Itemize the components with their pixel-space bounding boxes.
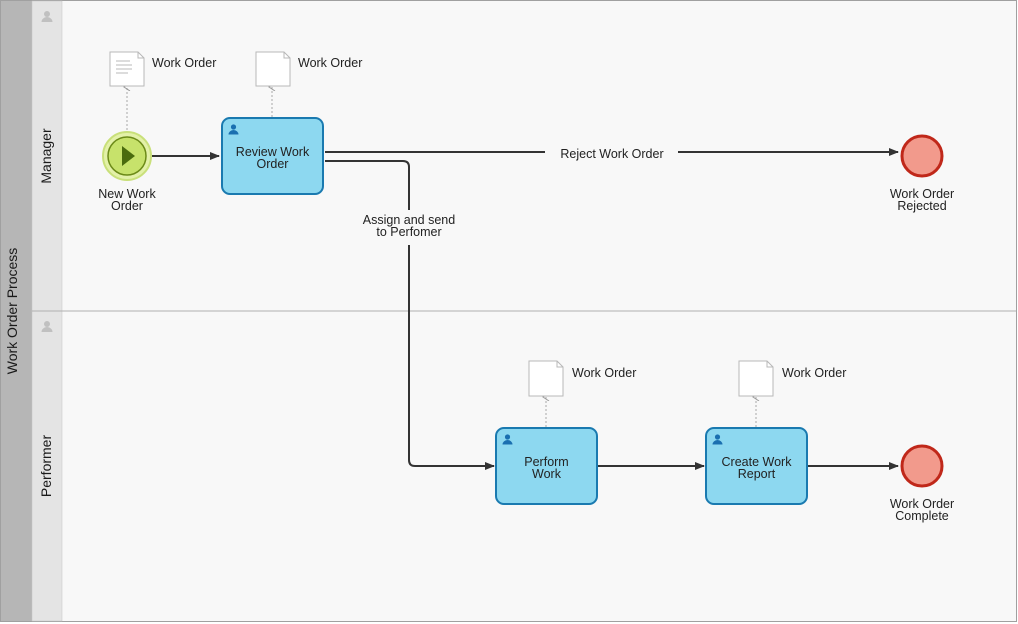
data-object-label: Work Order — [572, 366, 636, 380]
lane-label-performer: Performer — [38, 435, 54, 498]
lane-header-manager[interactable]: Manager — [31, 0, 63, 312]
lane-label-manager: Manager — [38, 128, 54, 184]
start-event-label-line2: Order — [111, 199, 143, 213]
data-object-label: Work Order — [152, 56, 216, 70]
data-object-label: Work Order — [298, 56, 362, 70]
data-object-work-order[interactable]: Work Order — [255, 51, 362, 87]
pool-title: Work Order Process — [4, 248, 20, 375]
end-event-label-line2: Complete — [895, 509, 949, 523]
play-icon — [122, 146, 135, 166]
end-event-rejected[interactable] — [900, 134, 944, 178]
data-object-work-order[interactable]: Work Order — [109, 51, 216, 87]
start-event[interactable] — [102, 131, 152, 181]
user-icon — [41, 11, 53, 22]
task-label-line2: Order — [257, 157, 289, 171]
task-perform-work[interactable]: Perform Work — [495, 427, 598, 505]
task-label-line2: Report — [738, 467, 776, 481]
flow-assign-segment-1[interactable] — [325, 160, 410, 210]
user-task-icon — [502, 434, 513, 445]
end-event-label-line1: Work Order — [890, 187, 954, 201]
document-lines-icon — [116, 60, 132, 74]
task-label-line1: Create Work — [722, 455, 793, 469]
user-task-icon — [228, 124, 239, 135]
task-label-line1: Perform — [524, 455, 568, 469]
end-event-label-line2: Rejected — [897, 199, 946, 213]
task-label-line2: Work — [532, 467, 562, 481]
flow-label-assign-line2: to Perfomer — [376, 225, 441, 239]
user-icon — [41, 321, 53, 332]
user-task-icon — [712, 434, 723, 445]
data-object-work-order[interactable]: Work Order — [528, 360, 636, 397]
data-object-work-order[interactable]: Work Order — [738, 360, 846, 397]
task-review-work-order[interactable]: Review Work Order — [221, 117, 324, 195]
data-associations — [127, 87, 756, 427]
flow-label-assign-line1: Assign and send — [363, 213, 455, 227]
task-label-line1: Review Work — [236, 145, 310, 159]
end-event-complete[interactable] — [900, 444, 944, 488]
pool-header[interactable]: Work Order Process — [1, 1, 32, 621]
start-event-label-line1: New Work — [98, 187, 156, 201]
flow-label-reject: Reject Work Order — [560, 147, 663, 161]
data-object-label: Work Order — [782, 366, 846, 380]
lane-header-performer[interactable]: Performer — [31, 310, 63, 622]
flow-assign-segment-2[interactable] — [408, 245, 495, 470]
end-event-label-line1: Work Order — [890, 497, 954, 511]
task-create-work-report[interactable]: Create Work Report — [705, 427, 808, 505]
